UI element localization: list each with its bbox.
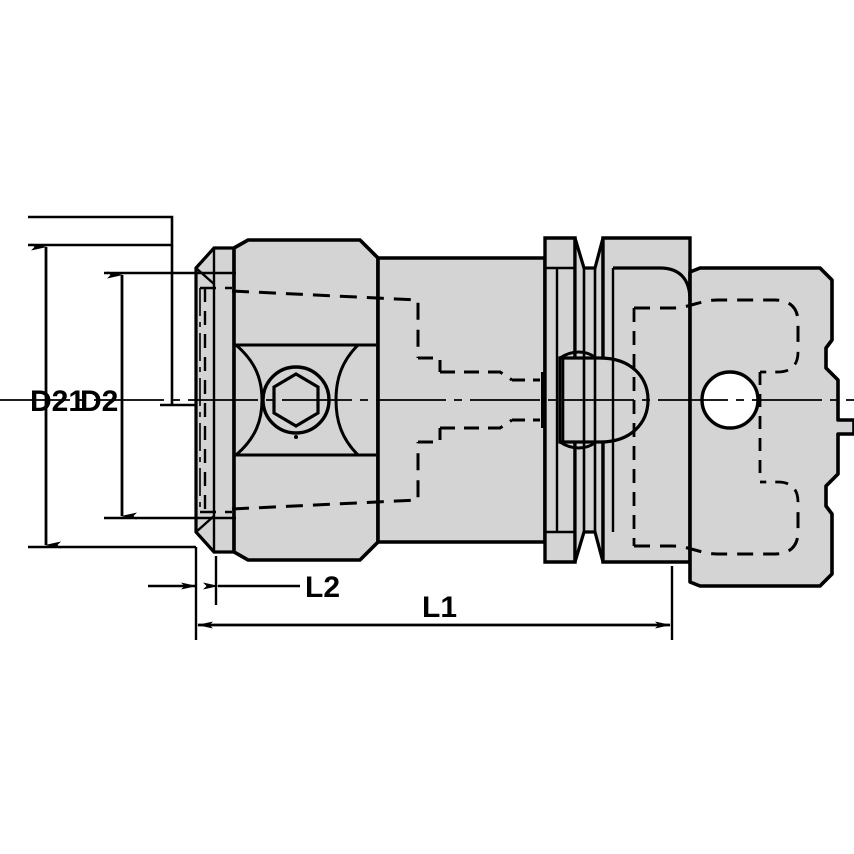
hidden-cavity-top xyxy=(231,289,420,358)
ext-line-d21-top xyxy=(28,215,174,247)
hidden-shank-recess-bottom xyxy=(760,480,800,503)
flange-chamfer-inner-top xyxy=(195,267,215,285)
hidden-bore-step2-bottom xyxy=(440,418,513,430)
hidden-bore-step1-top xyxy=(418,356,442,372)
hex-socket-center-dot xyxy=(294,435,298,439)
dimension-group: D21 D2 L2 L1 xyxy=(28,215,674,640)
hidden-bore-step1-bottom xyxy=(418,428,442,444)
dimension-label-d21: D21 xyxy=(30,385,85,418)
hidden-shank-profile-top xyxy=(634,298,800,352)
hidden-shank-profile-bottom xyxy=(634,502,800,556)
dimension-label-d2: D2 xyxy=(80,385,118,418)
pullstud-collar-top xyxy=(559,350,597,360)
hidden-cavity-bottom xyxy=(231,442,420,511)
dimension-label-l1: L1 xyxy=(422,591,457,624)
pullstud-collar-bottom xyxy=(559,440,597,450)
coolant-scoop-curve xyxy=(613,266,692,301)
hsk-taper-shank xyxy=(688,266,854,588)
dimension-label-l2: L2 xyxy=(305,571,340,604)
hidden-shank-recess-top xyxy=(760,351,800,374)
tool-body-group xyxy=(0,236,854,588)
hidden-bore-step2-top xyxy=(440,370,513,382)
